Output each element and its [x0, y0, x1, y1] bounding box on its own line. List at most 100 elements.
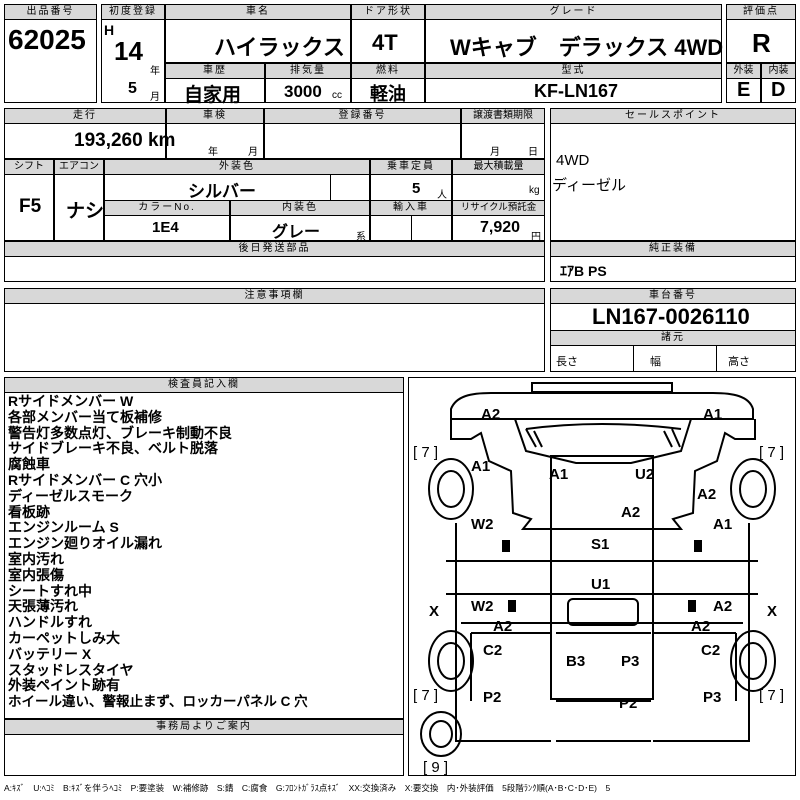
note-line: シートすれ中	[8, 582, 92, 599]
car-diagram: [ 7 ] [ 7 ] [ 7 ] [ 7 ] [ 9 ] A2 A1 A1 A…	[408, 377, 796, 776]
model-cell	[425, 78, 722, 103]
damage-mark: A2	[621, 504, 640, 521]
ext-color-value: シルバー	[188, 182, 256, 201]
car-label: 車名	[165, 4, 351, 20]
damage-mark: X	[429, 603, 439, 620]
note-line: ハンドルすれ	[8, 614, 92, 631]
inspection-year-unit: 年	[208, 147, 218, 158]
transfer-day-unit: 日	[528, 147, 538, 158]
note-line: スタッドレスタイヤ	[8, 661, 134, 678]
note-line: 警告灯多数点灯、ブレーキ制動不良	[8, 424, 232, 441]
import-divider	[411, 215, 412, 241]
damage-mark: C2	[701, 642, 720, 659]
shift-value: F5	[19, 196, 42, 217]
chassis-number: LN167-0026110	[592, 304, 750, 329]
note-line: サイドブレーキ不良、ベルト脱落	[8, 440, 218, 457]
caution-label: 注意事項欄	[4, 288, 545, 304]
month-unit: 月	[150, 92, 160, 103]
door-cell	[351, 19, 425, 63]
history-cell	[165, 78, 265, 103]
damage-mark: S1	[591, 536, 609, 553]
int-score: D	[771, 79, 786, 101]
dims-cell	[550, 345, 796, 372]
height-label: 高さ	[728, 356, 750, 368]
year-unit: 年	[150, 66, 160, 77]
int-color-cell	[230, 215, 370, 241]
mileage-label: 走行	[4, 108, 166, 124]
damage-mark: X	[767, 603, 777, 620]
era: H	[104, 22, 115, 38]
length-label: 長さ	[556, 356, 578, 368]
damage-mark: A1	[713, 516, 732, 533]
lot-label: 出品番号	[4, 4, 97, 20]
damage-mark: U2	[635, 466, 654, 483]
inspection-label: 車検	[166, 108, 264, 124]
later-parts-label: 後日発送部品	[4, 241, 545, 257]
inspection-cell	[166, 123, 264, 159]
grade-value: Wキャブ デラックス 4WD	[450, 35, 724, 60]
note-line: Rサイドメンバー W	[8, 393, 134, 409]
plate-cell	[264, 123, 461, 159]
damage-mark: W2	[471, 516, 494, 533]
reg-year: 14	[114, 36, 143, 66]
shift-label: シフト	[4, 159, 54, 175]
fuel-label: 燃料	[351, 63, 425, 79]
fuel-value: 軽油	[370, 84, 406, 104]
note-line: 天張薄汚れ	[8, 598, 78, 615]
cc-cell	[265, 78, 351, 103]
sales-point-label: セールスポイント	[550, 108, 796, 124]
cc-value: 3000	[284, 82, 322, 101]
max-load-unit: kg	[529, 185, 540, 196]
ext-score-cell	[726, 78, 761, 103]
grade-cell	[425, 19, 722, 63]
reg-month: 5	[128, 80, 137, 97]
dims-divider-1	[633, 345, 634, 372]
lot-cell	[4, 19, 97, 103]
recycle-cell	[452, 215, 545, 241]
office-label: 事務局よりご案内	[4, 719, 404, 735]
color-no-cell	[104, 215, 230, 241]
plate-label: 登録番号	[264, 108, 461, 124]
ext-color-divider	[330, 174, 331, 201]
door-type: 4T	[372, 30, 398, 55]
sales-point-2: ディーゼル	[552, 177, 626, 194]
ext-color-label: 外装色	[104, 159, 370, 175]
damage-mark: P3	[703, 689, 721, 706]
note-line: 腐蝕車	[8, 456, 50, 473]
note-line: 室内汚れ	[8, 550, 64, 567]
inspector-label: 検査員記入欄	[4, 377, 404, 393]
history-label: 車歴	[165, 63, 265, 79]
note-line: Rサイドメンバー C 穴小	[8, 471, 162, 488]
tire-mark-rr: [ 7 ]	[759, 687, 784, 704]
inspector-notes: Rサイドメンバー W 各部メンバー当て板補修 警告灯多数点灯、ブレーキ制動不良 …	[8, 393, 402, 710]
lot-number: 62025	[8, 24, 86, 55]
fuel-cell	[351, 78, 425, 103]
damage-mark: A2	[493, 618, 512, 635]
office-cell	[4, 734, 404, 776]
car-cell	[165, 19, 351, 63]
equipment-label: 純正装備	[550, 241, 796, 257]
ac-label: エアコン	[54, 159, 104, 175]
ext-score-label: 外装	[726, 63, 761, 79]
int-color-unit: 系	[356, 232, 366, 243]
damage-mark: C2	[483, 642, 502, 659]
damage-mark: U1	[591, 576, 610, 593]
capacity-value: 5	[412, 180, 421, 197]
first-reg-label: 初度登録	[101, 4, 165, 20]
max-load-label: 最大積載量	[452, 159, 545, 175]
color-no-value: 1E4	[152, 219, 179, 236]
score-cell	[726, 19, 796, 63]
cc-unit: cc	[332, 90, 342, 101]
note-line: エンジン廻りオイル漏れ	[8, 535, 162, 552]
note-line: バッテリー X	[8, 645, 92, 662]
recycle-label: リサイクル預託金	[452, 200, 545, 216]
equipment-value: ｴｱB PS	[560, 263, 607, 279]
tire-mark-spare: [ 9 ]	[423, 759, 448, 776]
inspection-month-unit: 月	[248, 147, 258, 158]
import-label: 輸入車	[370, 200, 452, 216]
width-label: 幅	[650, 356, 661, 368]
ext-score: E	[737, 79, 751, 101]
damage-mark: P2	[619, 695, 637, 712]
sales-point-cell	[550, 123, 796, 241]
damage-mark: W2	[471, 598, 494, 615]
